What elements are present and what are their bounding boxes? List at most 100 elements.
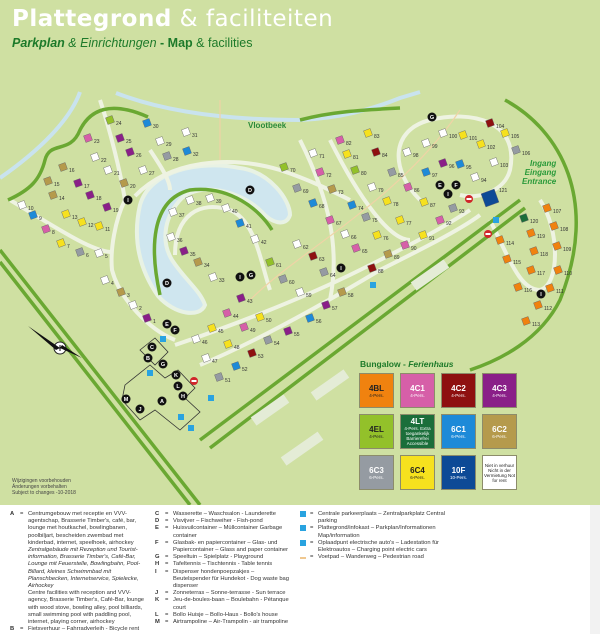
- facility-marker-g[interactable]: G: [427, 112, 437, 122]
- bungalow-1[interactable]: 1: [142, 313, 156, 325]
- bungalow-62[interactable]: 62: [292, 239, 309, 251]
- bungalow-92[interactable]: 92: [435, 215, 452, 227]
- facility-marker-a[interactable]: A: [157, 396, 167, 406]
- bungalow-11[interactable]: 11: [94, 221, 111, 233]
- bungalow-119[interactable]: 119: [526, 228, 546, 240]
- facility-marker-j[interactable]: J: [135, 404, 145, 414]
- bungalow-78[interactable]: 78: [382, 196, 399, 208]
- bungalow-22[interactable]: 22: [90, 152, 107, 164]
- bungalow-38[interactable]: 38: [185, 195, 202, 207]
- facility-marker-i[interactable]: I: [235, 272, 245, 282]
- bungalow-72[interactable]: 72: [315, 167, 332, 179]
- bungalow-29[interactable]: 29: [155, 136, 172, 148]
- bungalow-33[interactable]: 33: [208, 272, 225, 284]
- bungalow-23[interactable]: 23: [83, 133, 100, 145]
- bungalow-39[interactable]: 39: [205, 193, 222, 205]
- bungalow-113[interactable]: 113: [521, 316, 541, 328]
- bungalow-68[interactable]: 68: [308, 198, 325, 210]
- bungalow-103[interactable]: 103: [489, 157, 509, 169]
- bungalow-51[interactable]: 51: [214, 372, 231, 384]
- bungalow-97[interactable]: 97: [421, 167, 438, 179]
- bungalow-60[interactable]: 60: [278, 274, 295, 286]
- facility-marker-h[interactable]: H: [178, 391, 188, 401]
- bungalow-79[interactable]: 79: [367, 182, 384, 194]
- bungalow-36[interactable]: 36: [166, 232, 183, 244]
- bungalow-3[interactable]: 3: [116, 287, 130, 299]
- bungalow-88[interactable]: 88: [367, 263, 384, 275]
- bungalow-57[interactable]: 57: [321, 300, 338, 312]
- bungalow-14[interactable]: 14: [48, 190, 65, 202]
- bungalow-8[interactable]: 8: [41, 224, 55, 236]
- bungalow-87[interactable]: 87: [419, 197, 436, 209]
- bungalow-82[interactable]: 82: [335, 135, 352, 147]
- bungalow-121[interactable]: 121: [480, 188, 508, 208]
- bungalow-112[interactable]: 112: [533, 300, 553, 312]
- facility-marker-d[interactable]: D: [245, 185, 255, 195]
- bungalow-43[interactable]: 43: [236, 293, 253, 305]
- bungalow-116[interactable]: 116: [513, 282, 533, 294]
- facility-marker-e[interactable]: E: [162, 319, 172, 329]
- bungalow-46[interactable]: 46: [191, 334, 208, 346]
- facility-marker-f[interactable]: F: [170, 325, 180, 335]
- bungalow-28[interactable]: 28: [162, 151, 179, 163]
- facility-marker-i[interactable]: I: [123, 195, 133, 205]
- bungalow-85[interactable]: 85: [387, 167, 404, 179]
- bungalow-52[interactable]: 52: [231, 361, 248, 373]
- bungalow-89[interactable]: 89: [383, 249, 400, 261]
- bungalow-80[interactable]: 80: [350, 165, 367, 177]
- bungalow-86[interactable]: 86: [403, 182, 420, 194]
- bungalow-96[interactable]: 96: [438, 158, 455, 170]
- bungalow-71[interactable]: 71: [308, 148, 325, 160]
- bungalow-114[interactable]: 114: [495, 235, 515, 247]
- bungalow-45[interactable]: 45: [207, 323, 224, 335]
- bungalow-95[interactable]: 95: [455, 159, 472, 171]
- bungalow-105[interactable]: 105: [500, 128, 520, 140]
- bungalow-102[interactable]: 102: [476, 139, 496, 151]
- facility-marker-i[interactable]: I: [536, 289, 546, 299]
- bungalow-83[interactable]: 83: [363, 128, 380, 140]
- bungalow-30[interactable]: 30: [142, 118, 159, 130]
- bungalow-67[interactable]: 67: [325, 215, 342, 227]
- facility-marker-g[interactable]: G: [158, 359, 168, 369]
- bungalow-93[interactable]: 93: [448, 203, 465, 215]
- bungalow-16[interactable]: 16: [58, 162, 75, 174]
- bungalow-40[interactable]: 40: [221, 203, 238, 215]
- bungalow-54[interactable]: 54: [263, 335, 280, 347]
- bungalow-34[interactable]: 34: [193, 257, 210, 269]
- bungalow-74[interactable]: 74: [347, 200, 364, 212]
- facility-marker-b[interactable]: B: [143, 353, 153, 363]
- bungalow-7[interactable]: 7: [56, 238, 70, 250]
- bungalow-18[interactable]: 18: [85, 190, 102, 202]
- facility-marker-f[interactable]: F: [451, 180, 461, 190]
- bungalow-75[interactable]: 75: [361, 212, 378, 224]
- bungalow-73[interactable]: 73: [327, 184, 344, 196]
- facility-marker-g[interactable]: G: [246, 270, 256, 280]
- bungalow-21[interactable]: 21: [103, 165, 120, 177]
- bungalow-69[interactable]: 69: [292, 183, 309, 195]
- bungalow-35[interactable]: 35: [179, 246, 196, 258]
- bungalow-48[interactable]: 48: [223, 339, 240, 351]
- bungalow-109[interactable]: 109: [552, 241, 572, 253]
- bungalow-66[interactable]: 66: [340, 229, 357, 241]
- bungalow-98[interactable]: 98: [402, 147, 419, 159]
- bungalow-17[interactable]: 17: [73, 178, 90, 190]
- facility-marker-e[interactable]: E: [435, 180, 445, 190]
- bungalow-81[interactable]: 81: [342, 149, 359, 161]
- bungalow-58[interactable]: 58: [337, 287, 354, 299]
- central-building-A[interactable]: [121, 364, 201, 431]
- bungalow-50[interactable]: 50: [255, 312, 272, 324]
- bungalow-2[interactable]: 2: [128, 300, 142, 312]
- bungalow-20[interactable]: 20: [119, 178, 136, 190]
- bungalow-4[interactable]: 4: [100, 275, 114, 287]
- bungalow-12[interactable]: 12: [77, 217, 94, 229]
- bungalow-5[interactable]: 5: [94, 248, 108, 260]
- facility-marker-d[interactable]: D: [162, 278, 172, 288]
- bungalow-90[interactable]: 90: [400, 240, 417, 252]
- bungalow-26[interactable]: 26: [125, 147, 142, 159]
- bungalow-118[interactable]: 118: [529, 246, 549, 258]
- bungalow-27[interactable]: 27: [138, 165, 155, 177]
- bungalow-37[interactable]: 37: [168, 207, 185, 219]
- bungalow-32[interactable]: 32: [182, 146, 199, 158]
- facility-marker-i[interactable]: I: [443, 189, 453, 199]
- bungalow-77[interactable]: 77: [395, 215, 412, 227]
